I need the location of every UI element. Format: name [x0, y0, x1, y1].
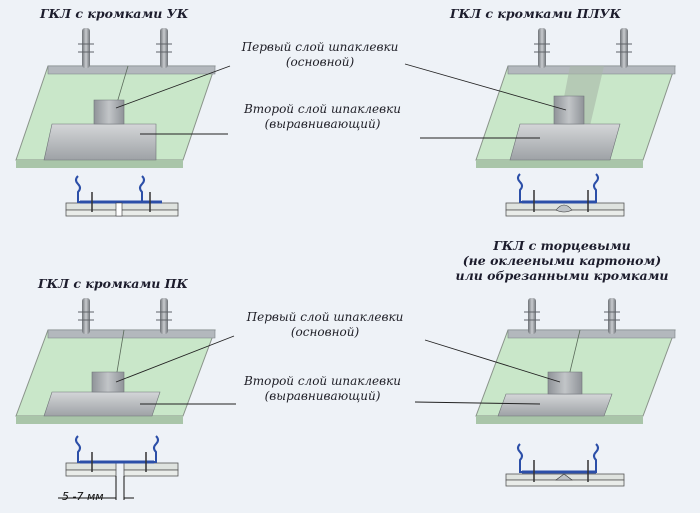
title-cut: ГКЛ с торцевыми (не оклееными картоном) … [432, 238, 692, 283]
putty-layers-pluk [509, 95, 621, 161]
title-cut-line3: или обрезанными кромками [455, 268, 669, 283]
label-first-layer-top-line1: Первый слой шпаклевки [241, 40, 399, 54]
screws-pluk [534, 28, 632, 68]
label-second-layer-top: Второй слой шпаклевки (выравнивающий) [225, 102, 420, 132]
section-pk [58, 435, 179, 500]
label-first-layer-bottom: Первый слой шпаклевки (основной) [230, 310, 420, 340]
gap-dimension-label: 5 -7 мм [62, 490, 104, 503]
putty-layers-uk [43, 99, 157, 161]
label-first-layer-top-line2: (основной) [285, 55, 355, 69]
section-cut [505, 443, 625, 487]
title-pk: ГКЛ с кромками ПК [38, 276, 188, 291]
label-second-layer-bottom-line1: Второй слой шпаклевки [243, 374, 402, 388]
putty-layers-cut [497, 371, 613, 417]
title-cut-line2: (не оклееными картоном) [462, 253, 662, 268]
section-pluk [505, 173, 625, 217]
label-second-layer-top-line1: Второй слой шпаклевки [243, 102, 402, 116]
title-cut-line1: ГКЛ с торцевыми [493, 238, 631, 253]
label-second-layer-top-line2: (выравнивающий) [264, 117, 381, 131]
putty-layers-pk [43, 371, 161, 417]
title-uk: ГКЛ с кромками УК [40, 6, 189, 21]
screws-pk [78, 298, 172, 334]
leader-lines-top [115, 63, 567, 139]
label-first-layer-bottom-line1: Первый слой шпаклевки [246, 310, 404, 324]
label-first-layer-top: Первый слой шпаклевки (основной) [225, 40, 415, 70]
section-uk [65, 175, 179, 217]
screws-uk [78, 28, 172, 68]
label-second-layer-bottom-line2: (выравнивающий) [264, 389, 381, 403]
leader-lines-bottom [115, 335, 561, 405]
title-pluk: ГКЛ с кромками ПЛУК [450, 6, 622, 21]
screws-cut [524, 298, 620, 334]
label-first-layer-bottom-line2: (основной) [290, 325, 360, 339]
label-second-layer-bottom: Второй слой шпаклевки (выравнивающий) [225, 374, 420, 404]
